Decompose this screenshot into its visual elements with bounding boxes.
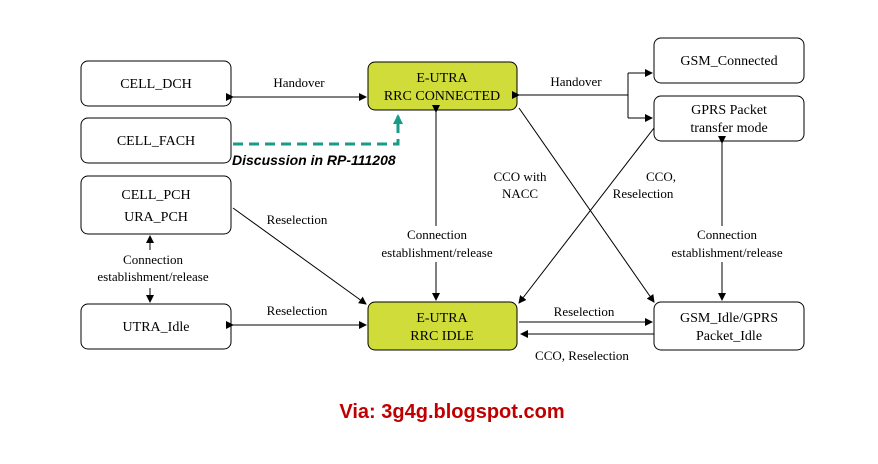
box-gprs-packet: GPRS Packet transfer mode [653,95,805,142]
conn-eutra-line1: Connection [407,227,467,242]
arrow-cco-nacc [518,107,655,303]
gsm-idle-line2: Packet_Idle [696,329,762,344]
gprs-packet-line1: GPRS Packet [691,103,767,118]
conn-utra-line2: establishment/release [97,269,208,284]
cell-dch-label: CELL_DCH [120,77,192,92]
conn-utra-line1: Connection [123,252,183,267]
box-utra-idle: UTRA_Idle [80,303,232,350]
gsm-idle-line1: GSM_Idle/GPRS [680,311,778,326]
box-cell-dch: CELL_DCH [80,60,232,107]
conn-eutra-line2: establishment/release [381,245,492,260]
box-eutra-idle: E-UTRA RRC IDLE [367,301,518,351]
eutra-connected-line2: RRC CONNECTED [384,89,500,104]
box-gsm-idle: GSM_Idle/GPRS Packet_Idle [653,301,805,351]
eutra-connected-line1: E-UTRA [416,71,468,86]
arrow-discussion-dashed [233,114,403,146]
discussion-annotation: Discussion in RP-111208 [232,152,396,168]
conn-eutra-label-bg [372,226,502,262]
arrow-reselection-pch [232,207,367,305]
cco-reselection-line1: CCO, [646,169,676,184]
conn-gsm-line1: Connection [697,227,757,242]
reselection-gsm-label: Reselection [554,304,615,319]
eutra-idle-line1: E-UTRA [416,311,468,326]
utra-idle-label: UTRA_Idle [123,320,190,335]
arrow-cco-reselection [518,127,655,304]
conn-gsm-label-bg [660,226,796,262]
cell-fach-label: CELL_FACH [117,134,195,149]
box-gsm-connected: GSM_Connected [653,37,805,84]
eutra-idle-line2: RRC IDLE [410,329,473,344]
box-cell-fach: CELL_FACH [80,117,232,164]
reselection-idle-label: Reselection [267,303,328,318]
cell-pch-label: CELL_PCH [121,188,190,203]
gsm-connected-label: GSM_Connected [680,54,777,69]
reselection-pch-label: Reselection [267,212,328,227]
gprs-packet-line2: transfer mode [690,121,767,136]
cco-reselection-line2: Reselection [613,186,674,201]
box-cell-pch-ura-pch: CELL_PCH URA_PCH [80,175,232,235]
cco-nacc-line1: CCO with [493,169,547,184]
box-eutra-connected: E-UTRA RRC CONNECTED [367,61,518,111]
cco-nacc-line2: NACC [502,186,538,201]
handover-right-label: Handover [550,74,602,89]
cco-reselection-bottom-label: CCO, Reselection [535,348,629,363]
ura-pch-label: URA_PCH [124,210,188,225]
conn-gsm-line2: establishment/release [671,245,782,260]
via-credit: Via: 3g4g.blogspot.com [339,401,564,423]
handover-left-label: Handover [273,75,325,90]
